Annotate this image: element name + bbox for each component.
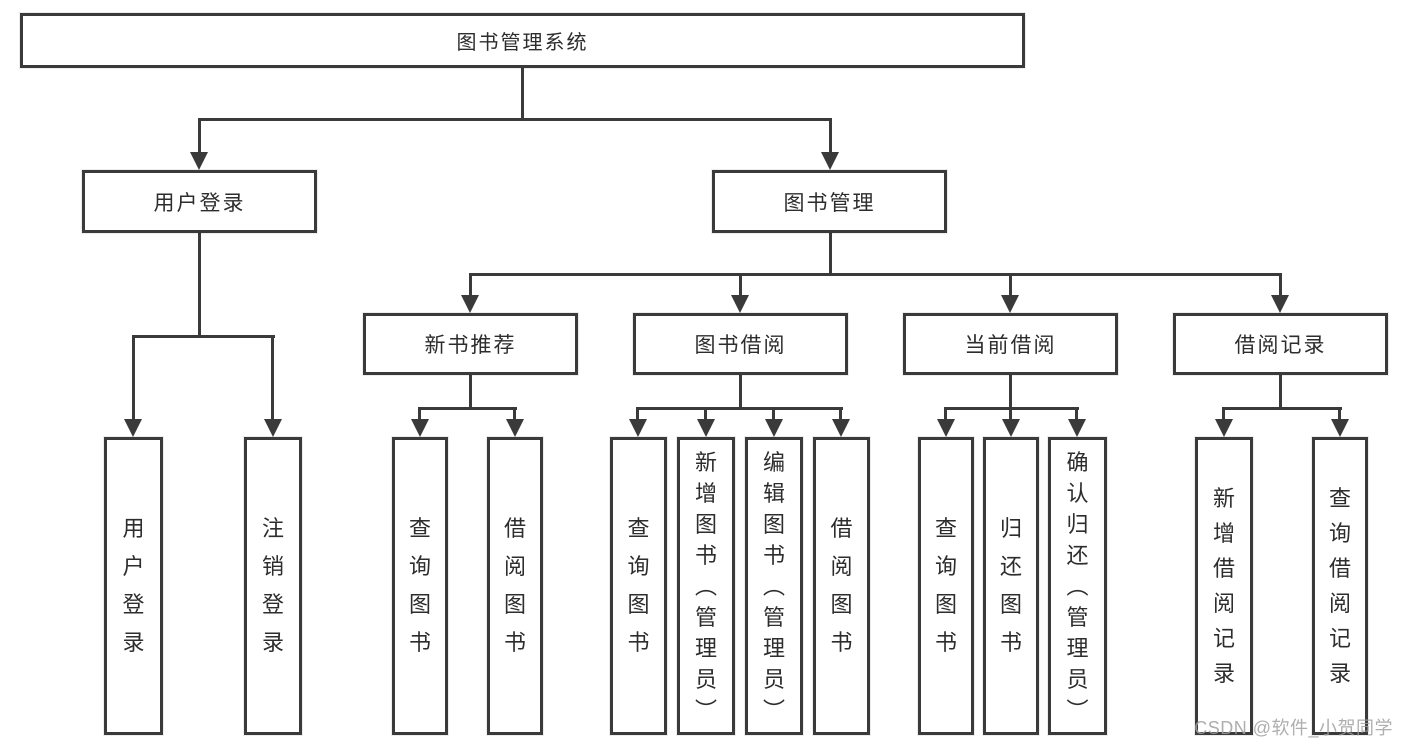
connector-arrowhead-g4-2 — [1002, 419, 1020, 437]
csdn-watermark: CSDN @软件_小贺同学 — [1194, 718, 1393, 738]
connector-current-borrow-drop — [1009, 375, 1012, 407]
connector-shaft-borrow-records — [1279, 273, 1282, 295]
connector-shaft-new-books — [469, 273, 472, 295]
connector-shaft-g4-2 — [1009, 407, 1012, 419]
connector-borrow-records-drop — [1279, 375, 1282, 407]
connector-arrowhead-g1-1 — [124, 419, 142, 437]
connector-shaft-g1-2 — [271, 335, 274, 419]
connector-shaft-user-login — [198, 118, 201, 152]
connector-arrowhead-g5-2 — [1331, 419, 1349, 437]
leaf-query-borrow-record: 查询借阅记录 — [1312, 437, 1368, 735]
node-book-borrow: 图书借阅 — [633, 313, 848, 375]
connector-arrowhead-current-borrow — [1001, 295, 1019, 313]
connector-g1-span — [132, 335, 275, 338]
leaf-add-borrow-record: 新增借阅记录 — [1195, 437, 1253, 735]
connector-arrowhead-g4-1 — [937, 419, 955, 437]
leaf-query-books-1: 查询图书 — [392, 437, 448, 735]
connector-book-mgmt-drop — [829, 233, 832, 273]
leaf-return-book: 归还图书 — [983, 437, 1039, 735]
connector-level3-span — [469, 273, 1282, 276]
connector-arrowhead-user-login — [190, 152, 208, 170]
connector-shaft-g4-1 — [944, 407, 947, 419]
connector-root-drop — [521, 68, 524, 118]
connector-arrowhead-g3-1 — [629, 419, 647, 437]
leaf-add-book-admin: 新增图书︵管理员︶ — [677, 437, 735, 735]
connector-shaft-g3-4 — [839, 407, 842, 419]
connector-shaft-g4-3 — [1075, 407, 1078, 419]
connector-g3-span — [637, 407, 843, 410]
connector-shaft-g2-2 — [513, 407, 516, 419]
connector-arrowhead-borrow-records — [1271, 295, 1289, 313]
leaf-query-books-2: 查询图书 — [610, 437, 667, 735]
connector-arrowhead-g3-2 — [697, 419, 715, 437]
leaf-logout: 注销登录 — [244, 437, 302, 735]
node-borrow-records: 借阅记录 — [1173, 313, 1388, 375]
connector-shaft-book-borrow — [739, 273, 742, 295]
leaf-borrow-books-2: 借阅图书 — [813, 437, 870, 735]
node-new-book-recommend: 新书推荐 — [363, 313, 578, 375]
connector-arrowhead-book-mgmt — [821, 152, 839, 170]
connector-arrowhead-g3-4 — [832, 419, 850, 437]
connector-g2-span — [418, 407, 517, 410]
connector-shaft-g5-2 — [1338, 407, 1341, 419]
connector-g5-span — [1222, 407, 1342, 410]
connector-shaft-book-mgmt — [829, 118, 832, 152]
leaf-edit-book-admin: 编辑图书︵管理员︶ — [745, 437, 803, 735]
leaf-borrow-books-1: 借阅图书 — [487, 437, 543, 735]
connector-arrowhead-g2-1 — [411, 419, 429, 437]
leaf-user-login: 用户登录 — [104, 437, 163, 735]
connector-arrowhead-g1-2 — [264, 419, 282, 437]
connector-arrowhead-g4-3 — [1068, 419, 1086, 437]
connector-arrowhead-g2-2 — [506, 419, 524, 437]
connector-new-books-drop — [469, 375, 472, 407]
node-user-login: 用户登录 — [82, 170, 317, 233]
connector-arrowhead-g3-3 — [765, 419, 783, 437]
connector-arrowhead-new-books — [461, 295, 479, 313]
connector-shaft-g5-1 — [1222, 407, 1225, 419]
connector-book-borrow-drop — [739, 375, 742, 407]
connector-arrowhead-book-borrow — [731, 295, 749, 313]
connector-arrowhead-g5-1 — [1215, 419, 1233, 437]
connector-user-login-drop — [198, 233, 201, 335]
connector-shaft-g3-3 — [772, 407, 775, 419]
node-book-management: 图书管理 — [712, 170, 947, 233]
connector-shaft-current-borrow — [1009, 273, 1012, 295]
node-current-borrow: 当前借阅 — [903, 313, 1118, 375]
connector-shaft-g3-2 — [704, 407, 707, 419]
connector-shaft-g2-1 — [418, 407, 421, 419]
leaf-confirm-return-admin: 确认归还︵管理员︶ — [1048, 437, 1107, 735]
node-library-system: 图书管理系统 — [20, 13, 1025, 68]
connector-shaft-g1-1 — [132, 335, 135, 419]
connector-shaft-g3-1 — [636, 407, 639, 419]
connector-level1-span — [198, 118, 832, 121]
leaf-query-books-3: 查询图书 — [918, 437, 974, 735]
